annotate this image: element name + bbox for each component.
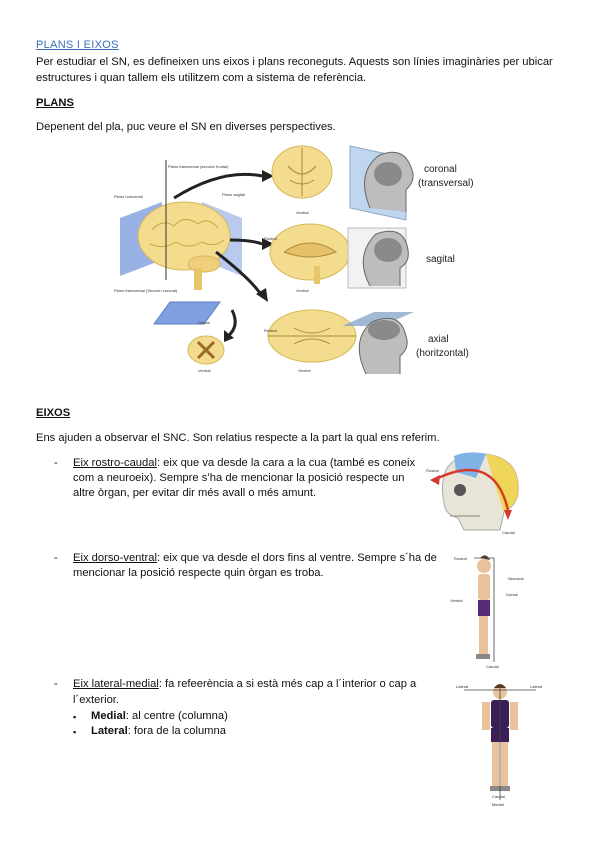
front-label-medial: Medial: [492, 802, 504, 807]
eix-dorso-ventral: Eix dorso-ventral: eix que va desde el d…: [73, 552, 437, 564]
eix1-line-2: com a neuroeix). Sempre s’ha de menciona…: [73, 472, 405, 484]
body-label-caudal: Caudal: [486, 664, 499, 669]
label-dorsal-cord: Dorsal: [198, 320, 210, 325]
label-plano-transversal-coronal: Plano transversal (Sección coronal): [114, 288, 178, 293]
view-axial-sub: (horitzontal): [416, 348, 469, 359]
intro-line-1: Per estudiar el SN, es defineixen uns ei…: [36, 56, 553, 68]
skull-figure: Rostral Caudal: [426, 452, 519, 535]
skull-icon: [441, 452, 519, 531]
view-coronal-name: coronal: [424, 164, 457, 175]
label-plano-transversal-frontal: Plano transversal (sección frontal): [168, 164, 229, 169]
sub-medial: Medial: al centre (columna): [91, 710, 228, 722]
label-ventral-cord: Ventral: [198, 368, 211, 373]
front-label-lateral-right: Lateral: [530, 684, 542, 689]
body-label-neuraxis: Neuraxis: [508, 576, 524, 581]
bullet-3: -: [54, 678, 58, 690]
brain-side-icon: [137, 201, 231, 290]
intro-line-2: estructures i quan tallem els utilitzem …: [36, 72, 367, 84]
eixos-heading: EIXOS: [36, 407, 71, 419]
eixos-text: Ens ajuden a observar el SNC. Son relati…: [36, 432, 440, 444]
eix1-line-3: altre òrgan, per evitar dir més avall o …: [73, 487, 317, 499]
body-side-figure: Rostral Ventral Dorsal Neuraxis Caudal: [450, 555, 524, 669]
head-axial-icon: [342, 312, 414, 375]
section-title: PLANS I EIXOS: [36, 39, 119, 51]
view-coronal-sub: (transversal): [418, 178, 474, 189]
eix-rostro-caudal: Eix rostro-caudal: eix que va desde la c…: [73, 457, 416, 469]
body-label-dorsal: Dorsal: [506, 592, 518, 597]
front-label-lateral-left: Lateral: [456, 684, 468, 689]
axial-section-icon: [267, 309, 357, 363]
body-label-rostral: Rostral: [454, 556, 467, 561]
brain-planes-figure: Plano transversal (sección frontal) Plan…: [114, 145, 474, 375]
front-label-caudal: Caudal: [492, 794, 505, 799]
label-plano-horizontal: Plano horizontal: [114, 194, 143, 199]
person-side-icon: [476, 555, 491, 659]
bullet-1: -: [54, 457, 58, 469]
body-label-ventral: Ventral: [450, 598, 463, 603]
label-rostral-sagital: Rostral: [264, 236, 277, 241]
plans-text: Depenent del pla, puc veure el SN en div…: [36, 121, 336, 133]
skull-label-rostral: Rostral: [426, 468, 439, 473]
skull-label-caudal: Caudal: [502, 530, 515, 535]
bullet-2: -: [54, 552, 58, 564]
subbullet-lateral: ▪: [73, 727, 77, 737]
sagittal-section-icon: [269, 223, 351, 284]
eix3-line-2: l´exterior.: [73, 694, 120, 706]
head-coronal-icon: [349, 145, 414, 221]
sub-lateral: Lateral: fora de la columna: [91, 725, 226, 737]
coronal-section-icon: [271, 145, 333, 199]
label-plano-sagital: Plano sagital: [222, 192, 245, 197]
view-axial-name: axial: [428, 334, 449, 345]
label-ventral-coronal: Ventral: [296, 210, 309, 215]
plans-heading: PLANS: [36, 97, 74, 109]
label-ventral-axial: Ventral: [298, 368, 311, 373]
head-sagittal-icon: [347, 227, 409, 289]
view-sagital-name: sagital: [426, 254, 455, 265]
subbullet-medial: ▪: [73, 712, 77, 722]
eix2-line-2: mencionar la posició respecte quin òrgan…: [73, 567, 324, 579]
eix-lateral-medial: Eix lateral-medial: fa refeerència a si …: [73, 678, 417, 690]
label-ventral-sagital: Ventral: [296, 288, 309, 293]
label-rostral-axial: Rostral: [264, 328, 277, 333]
spinal-cord-section-icon: [187, 335, 225, 365]
body-front-figure: Lateral Lateral Caudal Medial: [456, 684, 542, 807]
